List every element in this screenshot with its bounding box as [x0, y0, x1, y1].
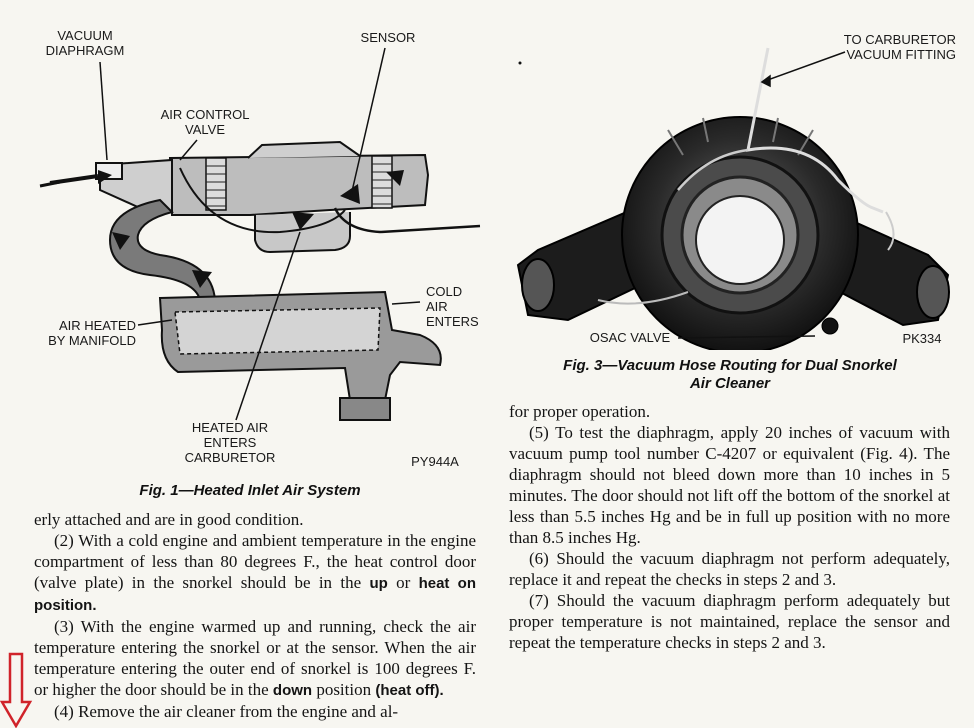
paragraph-step-4: (4) Remove the air cleaner from the engi…: [54, 702, 399, 721]
label-sensor: SENSOR: [360, 30, 416, 45]
fig1-caption: Fig. 1—Heated Inlet Air System: [139, 482, 361, 499]
fig1-code: PY944A: [411, 454, 459, 469]
step-2-or: or: [387, 573, 419, 592]
step-3-position: position: [312, 680, 376, 699]
fig3-code: PK334: [902, 331, 942, 346]
paragraph-continued: erly attached and are in good condition.: [34, 510, 304, 529]
paragraph-proper-operation: for proper operation.: [509, 402, 651, 421]
label-to-carburetor-vacuum-fitting: TO CARBURETOR VACUUM FITTING: [843, 32, 956, 62]
fig3-photo: [516, 47, 950, 350]
step-3-bold-down: down: [272, 682, 313, 699]
fig1-illustration: [39, 47, 481, 421]
label-vacuum-diaphragm: VACUUM DIAPHRAGM: [45, 28, 125, 58]
step-3-bold-heat-off: (heat off).: [375, 682, 444, 699]
paragraph-step-2: (2) With a cold engine and ambient tempe…: [34, 530, 476, 616]
label-air-control-valve: AIR CONTROL VALVE: [160, 107, 250, 137]
paragraph-step-7: (7) Should the vacuum diaphragm perform …: [509, 591, 950, 652]
right-column-text: for proper operation. (5) To test the di…: [509, 401, 950, 653]
step-2-bold-up: up: [369, 575, 388, 592]
left-column-text: erly attached and are in good condition.…: [34, 509, 476, 722]
step-2-bold-heat-on: heat on position.: [34, 575, 476, 614]
fig3-caption-line2: Air Cleaner: [689, 375, 771, 392]
fig3-caption-line1: Fig. 3—Vacuum Hose Routing for Dual Snor…: [563, 357, 897, 374]
fig3-leaders: [518, 51, 846, 339]
label-cold-air-enters: COLD AIR ENTERS: [426, 284, 479, 329]
label-osac-valve: OSAC VALVE: [589, 330, 671, 345]
paragraph-step-6: (6) Should the vacuum diaphragm not perf…: [509, 549, 950, 589]
label-air-heated-by-manifold: AIR HEATED BY MANIFOLD: [48, 318, 136, 348]
step-3-text: (3) With the engine warmed up and runnin…: [34, 617, 476, 699]
step-2-text: (2) With a cold engine and ambient tempe…: [34, 531, 476, 592]
red-down-arrow-marker: [0, 652, 33, 728]
label-heated-air-enters-carburetor: HEATED AIR ENTERS CARBURETOR: [184, 420, 276, 465]
paragraph-step-3: (3) With the engine warmed up and runnin…: [34, 616, 476, 701]
paragraph-step-5: (5) To test the diaphragm, apply 20 inch…: [509, 423, 950, 547]
